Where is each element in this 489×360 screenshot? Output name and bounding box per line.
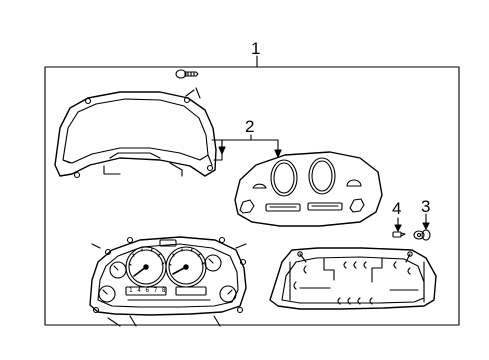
- callout-3: 3: [421, 197, 431, 216]
- leader-4: [395, 218, 401, 231]
- assembly-frame: [45, 67, 459, 325]
- callout-1: 1: [251, 39, 261, 58]
- odometer-digits: 1 4 6 7 8: [129, 287, 167, 294]
- cluster-mask: [235, 152, 382, 226]
- bulb-icon: [393, 232, 405, 237]
- leader-3: [423, 214, 429, 229]
- cluster-housing: [55, 88, 222, 178]
- leader-2: [219, 135, 281, 157]
- socket-icon: [414, 230, 430, 240]
- callout-4: 4: [392, 199, 402, 218]
- instrument-cluster-face: [90, 237, 246, 326]
- cluster-back-plate: [270, 248, 436, 309]
- screw-icon: [176, 70, 198, 78]
- callout-2: 2: [245, 117, 255, 136]
